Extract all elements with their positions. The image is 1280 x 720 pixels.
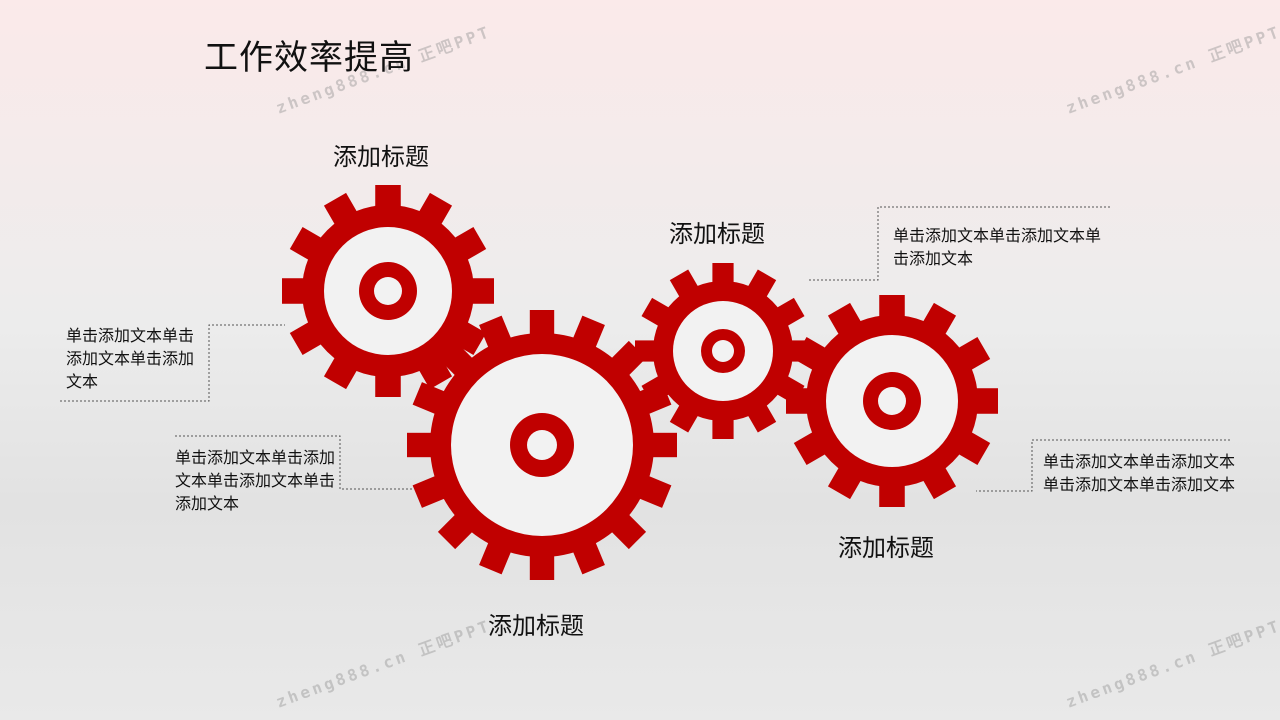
text-note[interactable]: 单击添加文本单击添加文本单击添加文本单击添加文本 bbox=[1043, 452, 1236, 494]
gear-hole bbox=[527, 430, 557, 460]
gear-shape bbox=[786, 295, 998, 507]
leader-lines bbox=[60, 206, 1230, 492]
leader-line bbox=[175, 435, 412, 490]
slide-title: 工作效率提高 bbox=[204, 38, 414, 78]
leader-line bbox=[976, 439, 1230, 492]
gear-shape bbox=[407, 310, 677, 580]
gear-shape bbox=[635, 263, 811, 439]
gear-title[interactable]: 添加标题 bbox=[488, 612, 584, 640]
gear-title[interactable]: 添加标题 bbox=[838, 534, 934, 562]
text-note[interactable]: 单击添加文本单击添加文本单击添加文本 bbox=[893, 226, 1102, 268]
leader-line bbox=[808, 206, 1110, 281]
text-note[interactable]: 单击添加文本单击添加文本单击添加文本单击添加文本 bbox=[175, 448, 336, 513]
gear-title[interactable]: 添加标题 bbox=[333, 143, 429, 171]
gear-hole bbox=[878, 387, 906, 415]
gear-title[interactable]: 添加标题 bbox=[669, 220, 765, 248]
text-note[interactable]: 单击添加文本单击添加文本单击添加文本 bbox=[66, 326, 195, 391]
gear-hole bbox=[712, 340, 734, 362]
gear-hole bbox=[374, 277, 402, 305]
